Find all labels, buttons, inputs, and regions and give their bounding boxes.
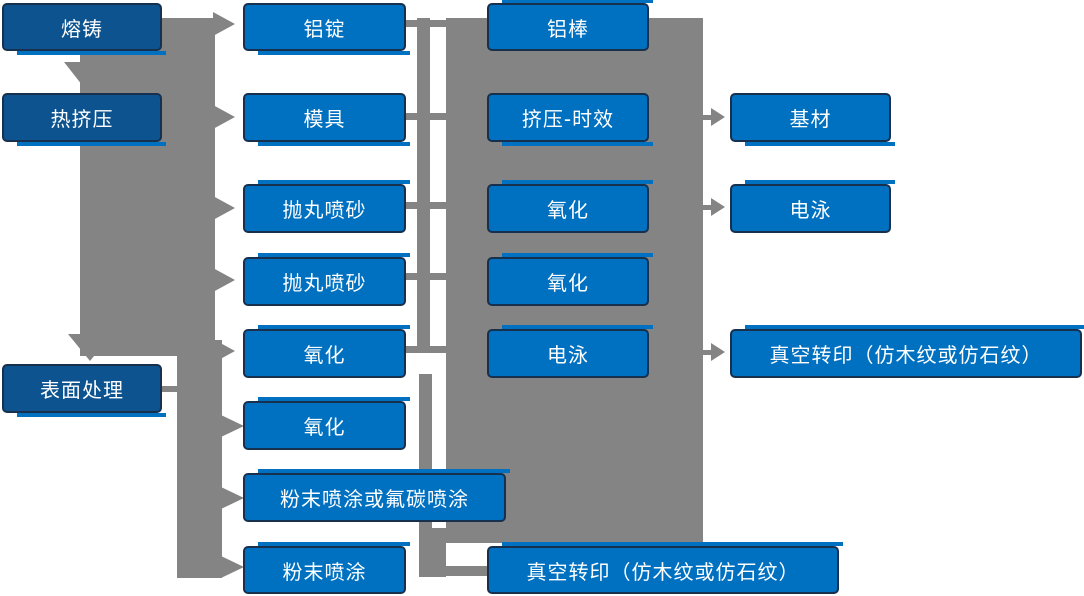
flow-node-yanghua-c3-1: 氧化 (487, 180, 653, 233)
flow-node-fenmo: 粉末喷涂 (243, 542, 410, 594)
flow-node-fenmo-futan: 粉末喷涂或氟碳喷涂 (243, 469, 510, 522)
connector-stem-substrate (703, 115, 712, 120)
flow-node-label: 挤压-时效 (521, 107, 615, 131)
connector-arrow-right-powder-fluoro (221, 487, 244, 509)
flow-node-label: 抛丸喷砂 (282, 271, 367, 295)
connector-arrow-right-ingot (213, 12, 235, 36)
flow-node-label: 熔铸 (61, 16, 103, 41)
connector-arrow-right-oxidation-1 (213, 339, 235, 363)
flow-node-label: 电泳 (547, 343, 589, 367)
flow-node-muju: 模具 (243, 93, 410, 146)
connector-collector-bar-lower-foot (431, 528, 446, 577)
node-accent-line (502, 0, 653, 3)
flow-node-label: 真空转印（仿木纹或仿石纹） (769, 343, 1043, 367)
flow-node-label: 基材 (789, 107, 832, 131)
connector-arrow-down-hot-extrusion (64, 62, 108, 90)
connector-arrow-right-substrate (711, 108, 725, 126)
connector-tick-mold (406, 113, 447, 120)
node-accent-line (258, 180, 410, 184)
flow-node-rejiya: 热挤压 (2, 93, 166, 146)
flow-node-label: 粉末喷涂或氟碳喷涂 (280, 487, 469, 511)
connector-stem-vacuum-transfer (703, 350, 712, 355)
flow-node-paowan-2: 抛丸喷砂 (243, 253, 410, 306)
connector-arrow-right-blast-2 (213, 268, 235, 292)
node-accent-line (258, 253, 410, 257)
connector-tick-ingot (406, 20, 447, 27)
connector-bottom-link-bar (431, 566, 487, 576)
connector-arrow-right-blast-1 (213, 196, 235, 220)
node-accent-line (258, 325, 410, 329)
flow-node-yanghua-c2-2: 氧化 (243, 397, 410, 450)
flow-node-jiya-shixiao: 挤压-时效 (487, 93, 653, 146)
node-accent-line (502, 142, 653, 146)
flow-node-label: 粉末喷涂 (282, 559, 367, 584)
connector-tick-oxidation (406, 346, 447, 353)
flow-node-label: 真空转印（仿木纹或仿石纹） (526, 559, 800, 584)
flow-node-label: 铝锭 (303, 16, 346, 41)
flow-node-label: 氧化 (303, 415, 346, 439)
connector-stub-surface-treatment (160, 386, 180, 392)
connector-stem-electrophoresis (703, 205, 712, 210)
flow-node-dianyong-c3: 电泳 (487, 325, 653, 378)
node-accent-line (17, 51, 166, 55)
connector-trunk-lower (177, 340, 222, 578)
node-accent-line (258, 469, 510, 473)
flow-node-biaomianchuli: 表面处理 (2, 364, 166, 417)
flow-node-paowan-1: 抛丸喷砂 (243, 180, 410, 233)
node-accent-line (17, 413, 166, 417)
flow-node-lvbang: 铝棒 (487, 0, 653, 51)
flow-node-label: 氧化 (303, 343, 346, 367)
connector-arrow-right-oxidation-2 (221, 415, 244, 437)
connector-collector-bar-upper (417, 18, 430, 353)
flow-node-jicai: 基材 (730, 93, 895, 146)
flow-node-label: 电泳 (789, 198, 832, 222)
flow-node-label: 模具 (303, 107, 346, 131)
flow-node-rongzhu: 熔铸 (2, 3, 166, 55)
node-accent-line (745, 325, 1084, 329)
node-accent-line (258, 51, 410, 55)
node-accent-line (17, 142, 166, 146)
node-accent-line (745, 180, 895, 184)
flow-node-label: 热挤压 (50, 107, 114, 131)
flow-node-yanghua-c3-2: 氧化 (487, 253, 653, 306)
flow-node-yanghua-c2-1: 氧化 (243, 325, 410, 378)
flow-node-label: 铝棒 (547, 16, 589, 41)
flow-node-dianyong-c4: 电泳 (730, 180, 895, 233)
connector-tick-blast-2 (406, 273, 447, 280)
connector-arrow-right-powder (221, 556, 244, 578)
node-accent-line (502, 542, 843, 546)
flow-node-label: 氧化 (547, 198, 589, 222)
node-accent-line (502, 180, 653, 184)
flow-node-label: 氧化 (547, 271, 589, 295)
connector-arrow-right-electrophoresis (711, 198, 725, 216)
connector-tick-blast-1 (406, 202, 447, 209)
connector-arrow-right-mold (213, 105, 235, 129)
connector-arrow-right-vacuum-transfer (711, 343, 725, 361)
connector-arrow-down-surface-treatment (68, 334, 112, 361)
node-accent-line (745, 142, 895, 146)
flow-node-lvding: 铝锭 (243, 3, 410, 55)
node-accent-line (502, 253, 653, 257)
node-accent-line (502, 325, 653, 329)
flow-node-label: 表面处理 (40, 378, 124, 402)
flow-node-zhenkong-c3: 真空转印（仿木纹或仿石纹） (487, 542, 843, 594)
node-accent-line (258, 397, 410, 401)
node-accent-line (258, 542, 410, 546)
node-accent-line (258, 142, 410, 146)
flow-node-zhenkong-c4: 真空转印（仿木纹或仿石纹） (730, 325, 1084, 378)
flow-node-label: 抛丸喷砂 (282, 198, 367, 222)
